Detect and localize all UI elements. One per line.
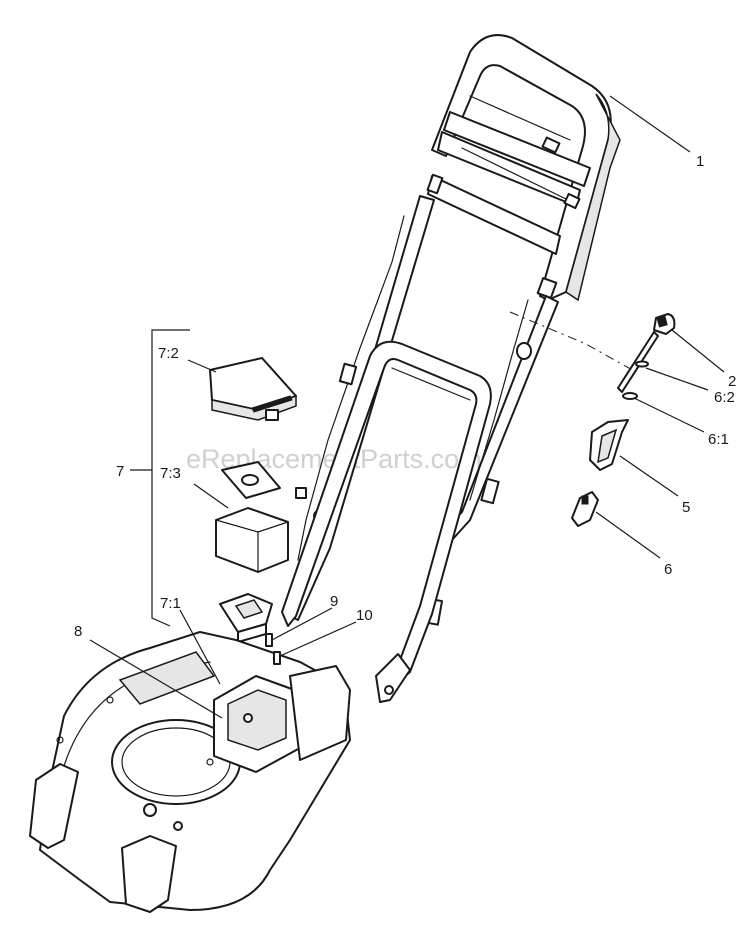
callout-labels: 1 2 6:2 6:1 5 6 7 7:2 7:3 7:1 8 9 10 <box>74 153 736 640</box>
callout-7-2: 7:2 <box>158 345 179 362</box>
lower-handle <box>281 340 492 703</box>
battery-assembly <box>209 357 297 643</box>
callout-7-1: 7:1 <box>160 595 181 612</box>
mower-deck <box>29 631 351 913</box>
callout-6-1: 6:1 <box>708 431 729 448</box>
callout-6: 6 <box>664 561 672 578</box>
callout-8: 8 <box>74 623 82 640</box>
callout-1: 1 <box>696 153 704 170</box>
callout-2: 2 <box>728 373 736 390</box>
callout-6-2: 6:2 <box>714 389 735 406</box>
callout-7-3: 7:3 <box>160 465 181 482</box>
callout-5: 5 <box>682 499 690 516</box>
upper-handle <box>426 34 621 302</box>
leader-lines <box>89 95 725 719</box>
callout-9: 9 <box>330 593 338 610</box>
key-assembly <box>571 313 676 527</box>
callout-7: 7 <box>116 463 124 480</box>
callout-10: 10 <box>356 607 373 624</box>
